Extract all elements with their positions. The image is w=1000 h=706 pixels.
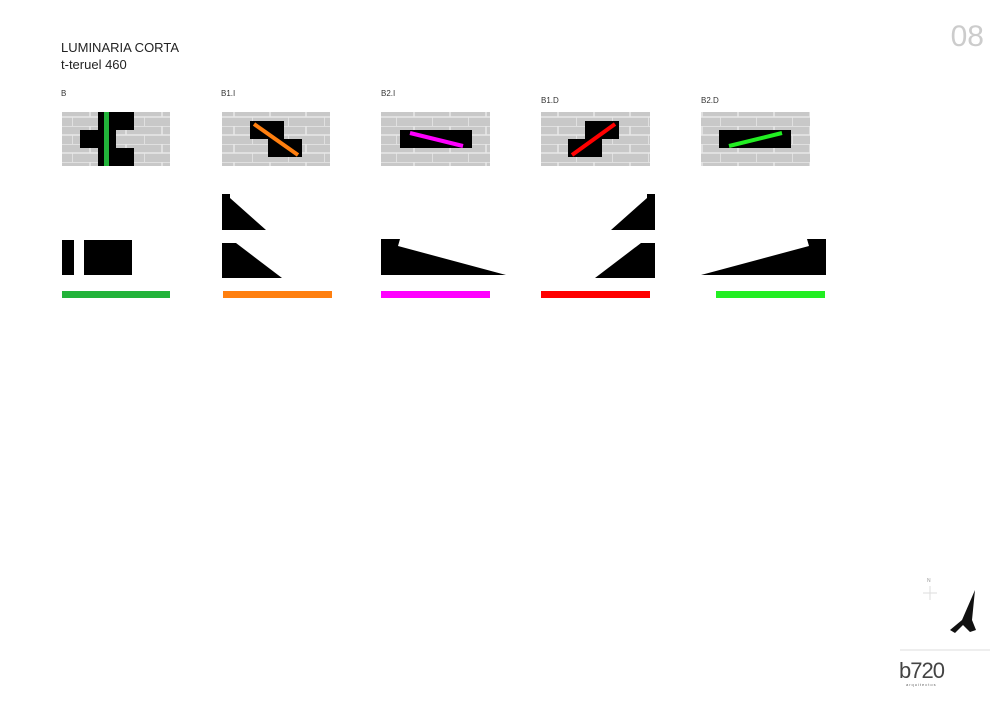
page-subtitle: t-teruel 460 <box>61 57 127 72</box>
plan-b2d <box>701 112 810 166</box>
elevation-b <box>62 240 170 298</box>
plan-b1i <box>222 112 330 166</box>
light-strip-b1i <box>252 122 300 157</box>
variant-label-b2i: B2.I <box>381 89 396 98</box>
color-bar-b1d <box>541 291 650 298</box>
light-strip-b2d <box>728 131 783 148</box>
color-bar-b <box>62 291 170 298</box>
light-strip-b1d <box>570 122 617 157</box>
elevation-b2d <box>701 239 826 298</box>
logo: b720 <box>899 658 945 683</box>
logo-subtitle: arquitectos <box>906 682 937 687</box>
elevation-b1d <box>541 194 655 298</box>
color-bar-b2d <box>716 291 825 298</box>
color-bar-b1i <box>223 291 332 298</box>
plan-b1d <box>541 112 650 166</box>
elevation-b1i <box>222 194 332 298</box>
variant-label-b1i: B1.I <box>221 89 236 98</box>
page-number: 08 <box>950 20 984 53</box>
variant-label-b1d: B1.D <box>541 96 559 105</box>
north-label: N <box>927 578 931 584</box>
light-strip-b <box>104 112 109 166</box>
plan-b2i <box>381 112 490 166</box>
elevation-b2i <box>381 239 506 298</box>
site-plan-icon <box>900 586 990 651</box>
page-title: LUMINARIA CORTA <box>61 40 179 55</box>
light-strip-b2i <box>409 131 464 148</box>
variant-label-b: B <box>61 89 67 98</box>
variant-label-b2d: B2.D <box>701 96 719 105</box>
color-bar-b2i <box>381 291 490 298</box>
plan-b <box>62 112 170 166</box>
